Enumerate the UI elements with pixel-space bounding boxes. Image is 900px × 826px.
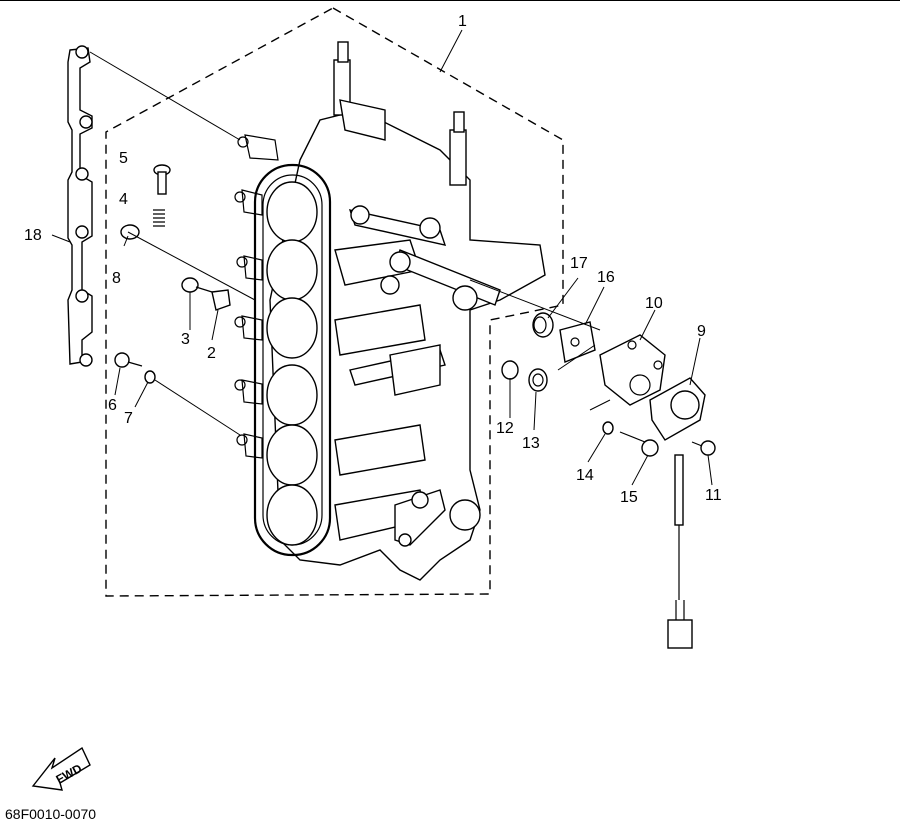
callout-13: 13: [522, 435, 540, 452]
callout-10: 10: [645, 295, 663, 312]
callout-15: 15: [620, 489, 638, 506]
callout-1: 1: [458, 13, 467, 30]
callout-11: 11: [705, 487, 722, 504]
callout-5: 5: [119, 150, 128, 167]
part-17-spring: [532, 312, 554, 338]
callout-4: 4: [119, 191, 128, 208]
callout-16: 16: [597, 269, 615, 286]
callout-14: 14: [576, 467, 594, 484]
part-5-screw: [153, 164, 171, 195]
callout-2: 2: [207, 345, 216, 362]
callout-9: 9: [697, 323, 706, 340]
part-2-nut: [211, 289, 231, 311]
part-10-bracket: [599, 334, 666, 406]
part-13-bushing: [528, 368, 548, 392]
part-11-screw: [691, 440, 716, 456]
callout-6: 6: [108, 397, 117, 414]
callout-3: 3: [181, 331, 190, 348]
top-border-line: [0, 0, 900, 1]
part-15-screw: [619, 431, 659, 457]
fwd-arrow-icon: FWD: [31, 746, 91, 791]
part-18-gasket: [67, 45, 93, 367]
part-12-collar: [501, 360, 519, 380]
part-7-washer: [144, 370, 156, 384]
throttle-body-assembly: [234, 41, 546, 581]
part-3-screw: [181, 277, 213, 293]
leader-lines: [51, 29, 713, 486]
callout-17: 17: [570, 255, 588, 272]
callout-7: 7: [124, 410, 133, 427]
drawing-code: 68F0010-0070: [5, 806, 97, 822]
callout-12: 12: [496, 420, 514, 437]
part-16-block: [559, 321, 596, 363]
part-4-spring: [153, 209, 165, 227]
callout-18: 18: [24, 227, 42, 244]
part-6-screw: [114, 352, 143, 368]
part-9-sensor: [649, 377, 706, 649]
assembly-boundary: [105, 7, 564, 597]
callout-8: 8: [112, 270, 121, 287]
part-14-washer: [602, 421, 614, 435]
